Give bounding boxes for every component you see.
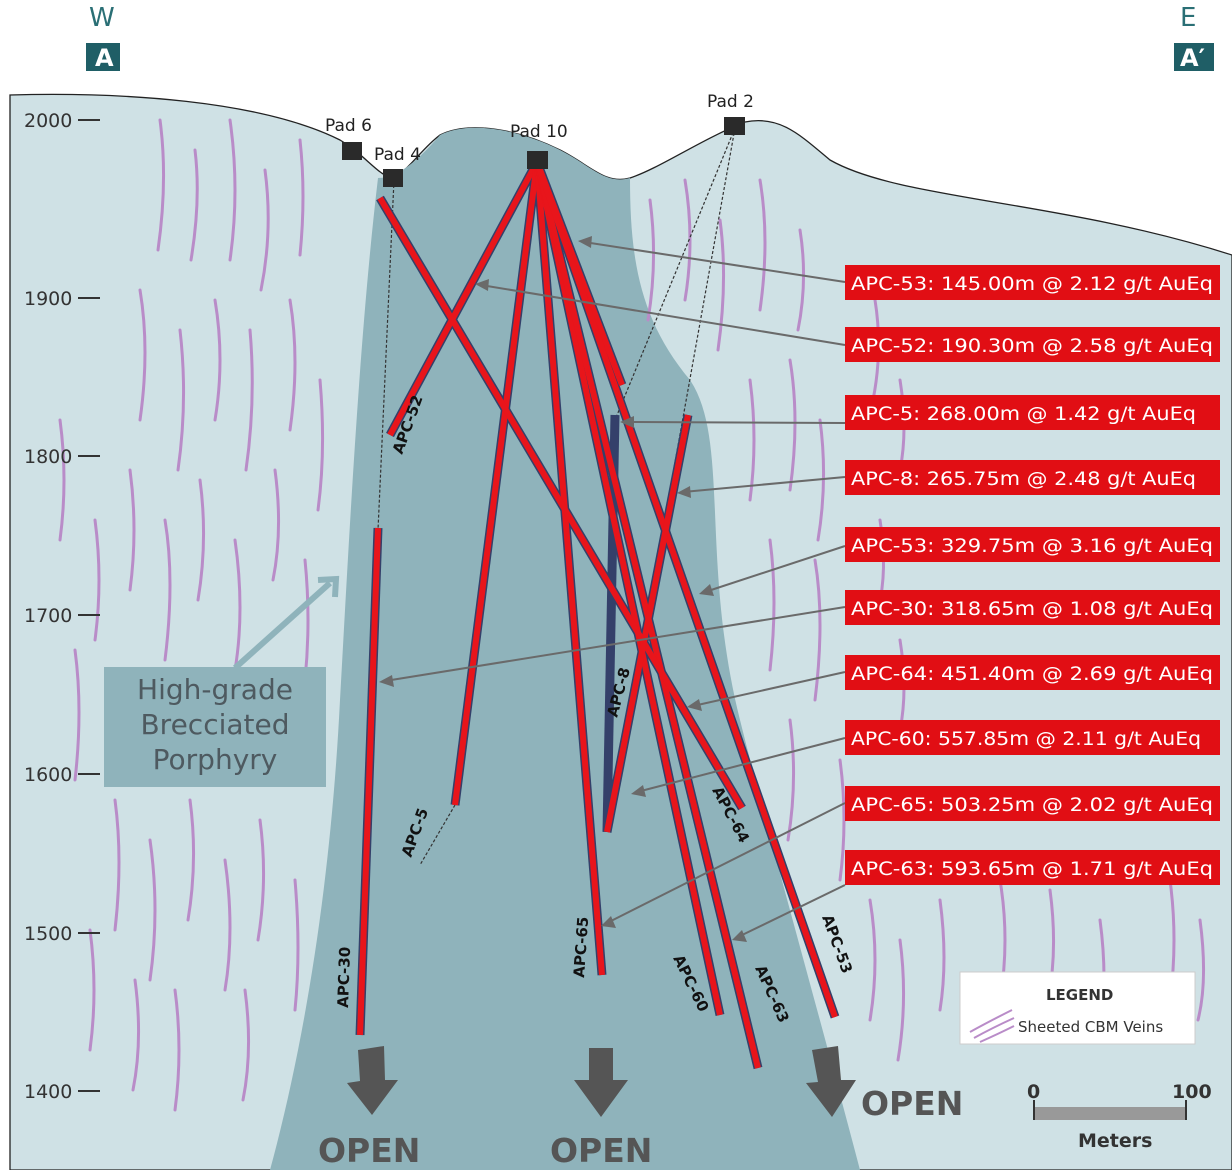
- pad-label: Pad 10: [510, 122, 568, 142]
- open-label: OPEN: [861, 1084, 963, 1123]
- pad-6-marker: [342, 142, 362, 160]
- down-arrow-icon: [806, 1046, 856, 1117]
- callout-box: [845, 655, 1220, 690]
- pad-10-marker: [527, 151, 548, 169]
- callout-box: [845, 786, 1220, 821]
- down-arrow-icon: [574, 1048, 628, 1117]
- section-a-prime-label: A′: [1180, 44, 1205, 72]
- legend-item-label: Sheeted CBM Veins: [1018, 1018, 1163, 1036]
- callout-box: [845, 327, 1220, 362]
- intercept-label: APC-52: 190.30m @ 2.58 g/t AuEq: [851, 335, 1213, 357]
- callout-box: [845, 265, 1220, 300]
- elevation-label: 1900: [24, 288, 72, 310]
- pad-2-marker: [724, 117, 745, 135]
- open-label: OPEN: [550, 1131, 652, 1170]
- callout-box: [845, 395, 1220, 430]
- elevation-axis: 2000 1900 1800 1700 1600 1500 1400: [24, 110, 100, 1103]
- west-direction-label: W: [89, 3, 115, 33]
- intercept-callouts: APC-53: 145.00m @ 2.12 g/t AuEq APC-52: …: [845, 265, 1220, 885]
- vein-swatch-icon: [969, 1009, 1015, 1043]
- elevation-label: 2000: [24, 110, 72, 132]
- intercept-label: APC-8: 265.75m @ 2.48 g/t AuEq: [851, 468, 1196, 490]
- intercept-label: APC-5: 268.00m @ 1.42 g/t AuEq: [851, 403, 1196, 425]
- callout-box: [845, 850, 1220, 885]
- elevation-label: 1600: [24, 764, 72, 786]
- drill-pads: Pad 6 Pad 4 Pad 10 Pad 2: [325, 92, 754, 187]
- scale-end-label: 100: [1172, 1081, 1212, 1103]
- zone-label-line: Porphyry: [153, 743, 278, 776]
- scale-start-label: 0: [1027, 1081, 1040, 1103]
- legend-title: LEGEND: [1046, 986, 1113, 1004]
- drill-holes: [355, 159, 840, 1070]
- callout-box: [845, 720, 1220, 755]
- section-a-box: [86, 43, 120, 71]
- pad-label: Pad 6: [325, 116, 372, 136]
- section-a-label: A: [95, 44, 114, 72]
- east-direction-label: E: [1180, 3, 1196, 33]
- scale-unit-label: Meters: [1078, 1130, 1152, 1152]
- intercept-label: APC-63: 593.65m @ 1.71 g/t AuEq: [851, 858, 1213, 880]
- high-grade-zone-box: [104, 667, 326, 787]
- sheeted-veins: [58, 118, 1206, 1112]
- scale-bar: 0 100 Meters: [1027, 1081, 1212, 1152]
- callout-leaders: [384, 241, 846, 938]
- hole-label-apc-65: APC-65: [570, 916, 592, 978]
- zone-label-line: Brecciated: [140, 708, 289, 741]
- open-label: OPEN: [318, 1131, 420, 1170]
- open-arrows: [347, 1046, 856, 1117]
- callout-box: [845, 527, 1220, 562]
- intercept-label: APC-65: 503.25m @ 2.02 g/t AuEq: [851, 794, 1213, 816]
- callout-box: [845, 460, 1220, 495]
- intercept-label: APC-60: 557.85m @ 2.11 g/t AuEq: [851, 728, 1201, 750]
- hole-label-apc-30: APC-30: [334, 946, 354, 1008]
- elevation-label: 1400: [24, 1081, 72, 1103]
- section-a-prime-box: [1174, 43, 1214, 71]
- legend: LEGEND Sheeted CBM Veins: [959, 971, 1196, 1045]
- elevation-label: 1800: [24, 446, 72, 468]
- pad-4-marker: [383, 169, 403, 187]
- elevation-label: 1700: [24, 605, 72, 627]
- high-grade-zone-callout: High-grade Brecciated Porphyry: [104, 575, 340, 787]
- pad-label: Pad 2: [707, 92, 754, 112]
- intercept-label: APC-53: 329.75m @ 3.16 g/t AuEq: [851, 535, 1213, 557]
- down-arrow-icon: [347, 1046, 398, 1115]
- intercept-label: APC-30: 318.65m @ 1.08 g/t AuEq: [851, 598, 1213, 620]
- zone-label-line: High-grade: [137, 673, 293, 706]
- intercept-label: APC-64: 451.40m @ 2.69 g/t AuEq: [851, 663, 1213, 685]
- callout-box: [845, 590, 1220, 625]
- intercept-label: APC-53: 145.00m @ 2.12 g/t AuEq: [851, 273, 1213, 295]
- pad-label: Pad 4: [374, 145, 421, 165]
- elevation-label: 1500: [24, 923, 72, 945]
- callout-arrowheads: [379, 236, 747, 942]
